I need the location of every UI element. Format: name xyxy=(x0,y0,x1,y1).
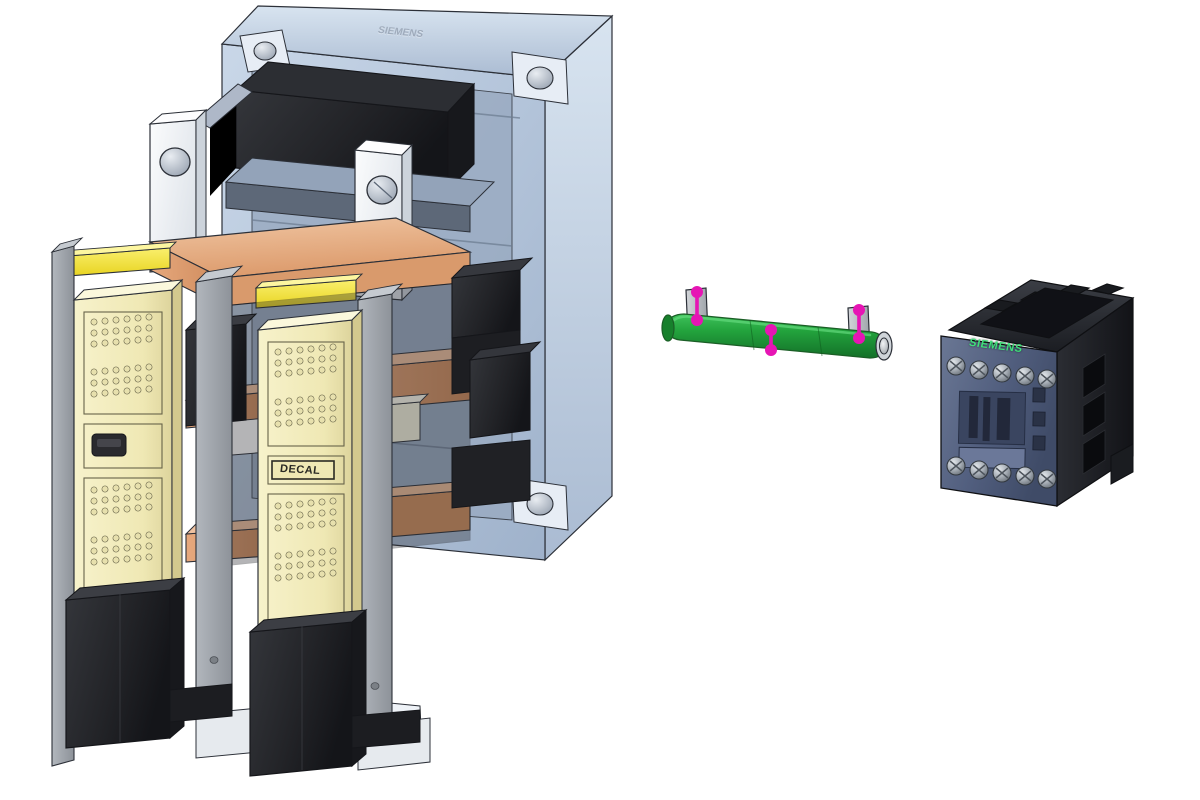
mounting-hole-bottom-right xyxy=(511,477,569,531)
marker-tab-left-top xyxy=(691,286,703,326)
shaft-end-left xyxy=(661,314,675,342)
chute-decal-plate xyxy=(271,460,335,480)
terminal-screw xyxy=(992,463,1012,483)
bottom-housing-right xyxy=(248,608,368,777)
drive-shaft-part[interactable] xyxy=(650,270,910,410)
chute-decal-label: DECAL xyxy=(279,462,322,478)
aux-contactor-geometry xyxy=(940,279,1135,508)
rear-terminal-blocks xyxy=(450,257,542,509)
marker-tab-right-top xyxy=(853,304,865,344)
arc-runner-left xyxy=(66,241,178,277)
contactor-top-housing xyxy=(947,279,1135,353)
terminal-screw xyxy=(946,356,966,376)
terminal-screw xyxy=(946,456,966,476)
vent-hole-grid xyxy=(90,313,337,582)
arc-runner-right xyxy=(254,273,364,309)
terminal-screw xyxy=(1037,369,1057,389)
terminal-screw xyxy=(992,363,1012,383)
housing-feet xyxy=(169,683,421,749)
bottom-housing-left xyxy=(64,576,186,749)
marker-center xyxy=(765,324,777,356)
arc-chute-panel-right xyxy=(256,308,364,651)
terminal-screw xyxy=(1015,366,1035,386)
terminal-screw xyxy=(969,460,989,480)
top-terminal-screws xyxy=(946,356,1057,389)
drive-shaft-geometry xyxy=(661,286,893,361)
terminal-lug-left xyxy=(148,108,208,273)
aux-contactor-part[interactable]: SIEMENS xyxy=(925,260,1155,530)
terminal-screw xyxy=(1015,466,1035,486)
bottom-terminal-screws xyxy=(946,456,1057,489)
shaft-bore-right xyxy=(875,331,893,361)
mounting-hole-top-right xyxy=(511,51,569,105)
main-assembly-geometry xyxy=(50,5,614,777)
contactor-side-housing xyxy=(1056,296,1134,508)
center-bracket xyxy=(194,265,244,715)
main-contactor-assembly[interactable]: SIEMENS DECAL xyxy=(0,0,660,800)
terminal-screw xyxy=(969,360,989,380)
terminal-screw xyxy=(1037,469,1057,489)
fastener-markers xyxy=(691,286,865,356)
